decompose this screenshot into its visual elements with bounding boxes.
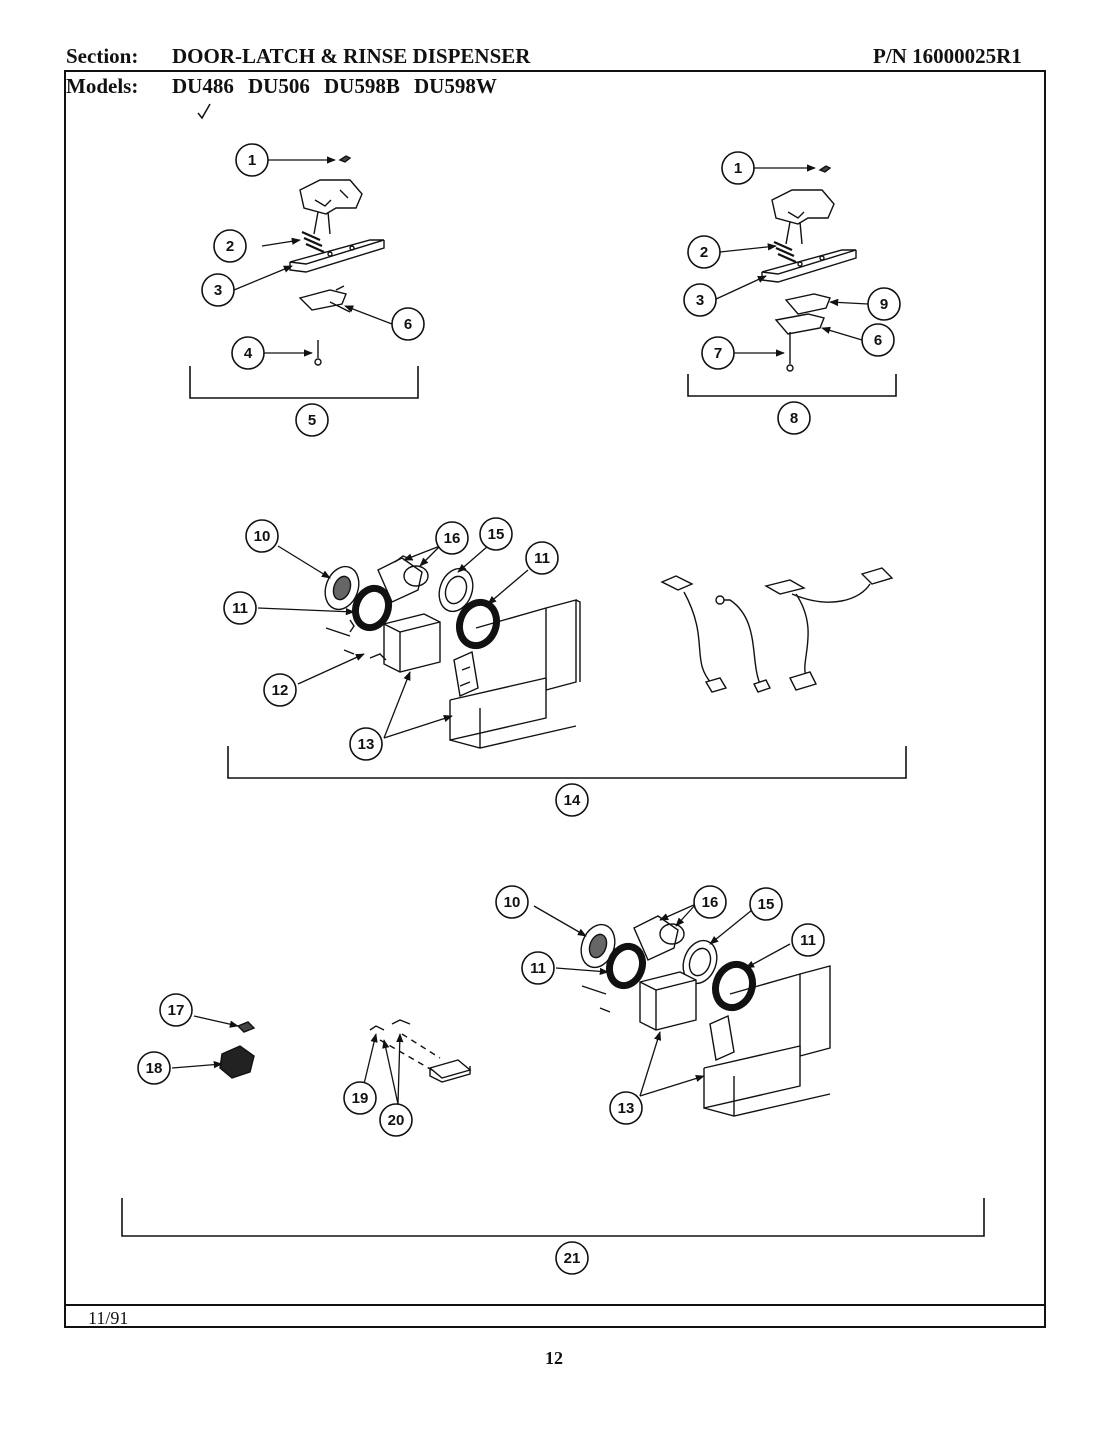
svg-text:17: 17 — [168, 1002, 185, 1019]
svg-text:11: 11 — [530, 960, 546, 977]
callout-9: 9 — [867, 287, 901, 321]
svg-text:11: 11 — [232, 600, 248, 617]
callout-6: 6 — [861, 323, 895, 357]
footer-date: 11/91 — [88, 1308, 129, 1328]
diagram-frame — [64, 70, 1046, 1328]
callout-2: 2 — [687, 235, 721, 269]
svg-text:11: 11 — [534, 550, 550, 567]
callout-4: 4 — [231, 336, 265, 370]
bracket-5 — [189, 366, 419, 399]
callout-7: 7 — [701, 336, 735, 370]
rinse-dispenser-assembly-mid — [324, 555, 894, 749]
svg-text:11: 11 — [800, 932, 816, 949]
svg-text:2: 2 — [700, 244, 708, 261]
svg-text:1: 1 — [248, 152, 256, 169]
callout-13: 13 — [609, 1091, 643, 1125]
callout-15: 15 — [749, 887, 783, 921]
callout-11: 11 — [791, 923, 825, 957]
callout-16: 16 — [693, 885, 727, 919]
callout-1: 1 — [721, 151, 755, 185]
callout-14: 14 — [555, 783, 589, 817]
bracket-8 — [687, 374, 897, 397]
callout-17: 17 — [159, 993, 193, 1027]
svg-text:4: 4 — [244, 345, 253, 362]
svg-text:14: 14 — [564, 792, 581, 809]
svg-text:6: 6 — [874, 332, 882, 349]
bracket-21 — [121, 1198, 985, 1237]
svg-text:19: 19 — [352, 1090, 369, 1107]
svg-text:13: 13 — [358, 736, 375, 753]
callout-18: 18 — [137, 1051, 171, 1085]
svg-text:15: 15 — [758, 896, 775, 913]
svg-text:1: 1 — [734, 160, 742, 177]
svg-text:8: 8 — [790, 410, 798, 427]
callout-10: 10 — [245, 519, 279, 553]
bracket-14 — [227, 746, 907, 779]
svg-text:13: 13 — [618, 1100, 635, 1117]
svg-text:6: 6 — [404, 316, 412, 333]
svg-text:16: 16 — [702, 894, 719, 911]
footer-rule — [64, 1304, 1046, 1306]
callout-20: 20 — [379, 1103, 413, 1137]
svg-text:12: 12 — [272, 682, 289, 699]
callout-6: 6 — [391, 307, 425, 341]
page-number: 12 — [545, 1348, 563, 1368]
callout-10: 10 — [495, 885, 529, 919]
svg-text:18: 18 — [146, 1060, 163, 1077]
callout-3: 3 — [201, 273, 235, 307]
svg-text:2: 2 — [226, 238, 234, 255]
callout-16: 16 — [435, 521, 469, 555]
callout-13: 13 — [349, 727, 383, 761]
svg-text:21: 21 — [564, 1250, 581, 1267]
model-du598w: DU598W — [414, 74, 497, 98]
svg-text:16: 16 — [444, 530, 461, 547]
callout-2: 2 — [213, 229, 247, 263]
check-mark — [197, 103, 211, 120]
svg-text:15: 15 — [488, 526, 505, 543]
callout-8: 8 — [777, 401, 811, 435]
callout-11: 11 — [525, 541, 559, 575]
callout-12: 12 — [263, 673, 297, 707]
callout-11: 11 — [521, 951, 555, 985]
model-du506: DU506 — [248, 74, 310, 98]
callout-19: 19 — [343, 1081, 377, 1115]
svg-text:10: 10 — [254, 528, 271, 545]
callout-21: 21 — [555, 1241, 589, 1275]
latch-assembly-right — [761, 165, 857, 372]
callout-5: 5 — [295, 403, 329, 437]
callout-11: 11 — [223, 591, 257, 625]
svg-text:3: 3 — [214, 282, 222, 299]
callout-1: 1 — [235, 143, 269, 177]
svg-text:3: 3 — [696, 292, 704, 309]
rinse-dispenser-assembly-bottom — [219, 915, 831, 1117]
svg-text:20: 20 — [388, 1112, 405, 1129]
svg-text:10: 10 — [504, 894, 521, 911]
model-du598b: DU598B — [324, 74, 400, 98]
latch-assembly-left — [289, 155, 385, 366]
callout-3: 3 — [683, 283, 717, 317]
svg-text:7: 7 — [714, 345, 722, 362]
section-label: Section: — [66, 44, 139, 68]
section-title: DOOR-LATCH & RINSE DISPENSER — [172, 44, 531, 68]
svg-text:9: 9 — [880, 296, 888, 313]
svg-text:5: 5 — [308, 412, 316, 429]
callout-15: 15 — [479, 517, 513, 551]
models-label: Models: — [66, 74, 139, 98]
part-number: P/N 16000025R1 — [873, 44, 1022, 68]
model-du486: DU486 — [172, 74, 234, 98]
